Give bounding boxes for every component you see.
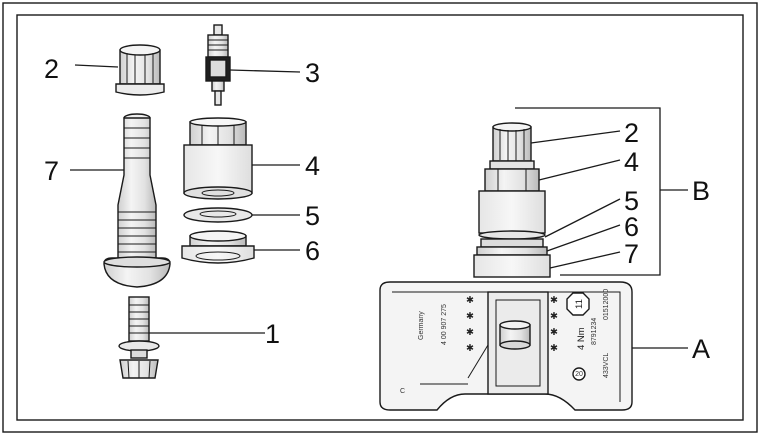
- callout-right-6: 6: [624, 212, 639, 242]
- assembled-valve: [473, 122, 551, 278]
- leader-right-2: [530, 130, 621, 144]
- callout-b: B: [692, 176, 710, 206]
- tpms-sensor-body: ✱ ✱ ✱ ✱ ✱ ✱ ✱ ✱ Germany 4 00 907 275 4 N…: [379, 281, 633, 411]
- leader-right-7: [549, 251, 621, 269]
- leader-right-5: [544, 198, 621, 238]
- cap-part-left: [115, 44, 165, 96]
- star-mark-4: ✱: [466, 343, 474, 354]
- grommet-part-left: [181, 230, 255, 264]
- callout-left-4: 4: [305, 151, 320, 181]
- octagon-number: 11: [574, 299, 585, 309]
- star-mark-7: ✱: [550, 327, 558, 338]
- callout-left-6: 6: [305, 236, 320, 266]
- marking-torque: 4 Nm: [576, 327, 587, 350]
- washer-part-left: [183, 207, 253, 223]
- callout-left-7: 7: [44, 156, 59, 186]
- callout-right-2: 2: [624, 118, 639, 148]
- callout-right-5: 5: [624, 186, 639, 216]
- screw-part: [118, 296, 160, 379]
- star-mark-2: ✱: [466, 311, 474, 322]
- callout-left-1: 1: [265, 319, 280, 349]
- leader-right-4: [538, 159, 621, 181]
- callout-left-5: 5: [305, 201, 320, 231]
- leader-left-2: [74, 64, 119, 68]
- leader-right-6: [546, 224, 621, 252]
- star-mark-5: ✱: [550, 295, 558, 306]
- marking-code2: 01512000: [603, 289, 610, 320]
- callout-right-4: 4: [624, 147, 639, 177]
- bracket-b: [515, 107, 661, 276]
- star-mark-3: ✱: [466, 327, 474, 338]
- corner-mark: C: [400, 388, 405, 395]
- star-mark-6: ✱: [550, 311, 558, 322]
- octagon-mark: [566, 292, 590, 316]
- battery-symbol-icon: [572, 367, 586, 381]
- star-mark-1: ✱: [466, 295, 474, 306]
- battery-symbol-label: 20: [575, 371, 583, 378]
- callout-left-2: 2: [44, 54, 59, 84]
- marking-code3: 433VCL: [603, 353, 610, 378]
- marking-code1: 8791234: [591, 318, 598, 345]
- marking-maker: Germany: [418, 311, 425, 340]
- valve-core-part: [205, 24, 231, 106]
- marking-part-no: 4 00 907 275: [441, 304, 448, 345]
- callout-a: A: [692, 334, 710, 364]
- nut-part-left: [183, 117, 253, 200]
- star-mark-8: ✱: [550, 343, 558, 354]
- callout-right-7: 7: [624, 239, 639, 269]
- callout-left-3: 3: [305, 58, 320, 88]
- leader-left-3: [229, 69, 301, 73]
- valve-stem-part-left: [103, 113, 171, 288]
